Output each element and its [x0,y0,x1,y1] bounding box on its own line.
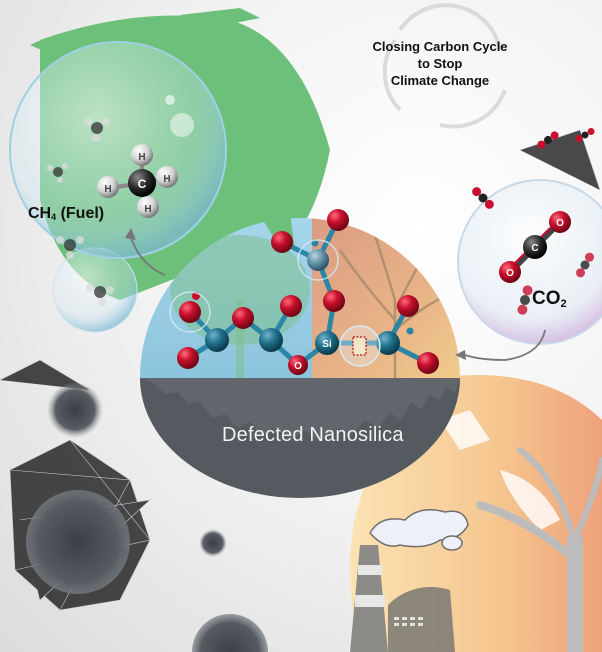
silica-framework-molecule: Si O [169,209,439,375]
title-line-2: to Stop [417,56,463,71]
atom-label-h: H [138,152,145,163]
small-co2-molecules [472,128,595,315]
factory-icon [350,545,455,652]
bare-tree-icon [476,447,602,652]
formula-main: CH [28,205,52,222]
defect-site-bubble [297,239,339,281]
nanoparticle-large [26,490,130,594]
atom-label-h: H [104,184,111,195]
formula-main: CO [532,288,561,309]
nanoparticle-bottom [192,614,268,652]
arrow-from-co2 [464,329,546,361]
title-line-3: Climate Change [390,73,490,88]
figure-title: Closing Carbon Cycle to Stop Climate Cha… [345,38,535,89]
co2-bubble [457,179,602,345]
recycle-icon [382,3,507,129]
defect-site-bubble [169,291,211,333]
smoke-cloud [369,509,469,551]
atom-label-h: H [163,174,170,185]
defected-nanosilica-particle [140,378,460,498]
title-line-1: Closing Carbon Cycle [372,39,508,54]
small-methane-molecules [47,117,114,306]
methane-bubble [9,41,227,259]
formula-subscript: 2 [560,298,567,310]
atom-label-o: O [506,268,514,279]
fuel-suffix: (Fuel) [60,205,105,222]
nanoparticle-blur [47,382,103,438]
vacancy-defect-icon [352,336,367,356]
atom-label-c: C [531,243,538,254]
nanoparticle-small [199,529,227,557]
methane-fuel-label: CH4 (Fuel) [28,205,104,223]
nanosilica-label: Defected Nanosilica [222,424,404,446]
atom-label-h: H [144,204,151,215]
formula-subscript: 4 [51,212,57,222]
green-tree-canopy [170,235,310,345]
atom-label-o: O [556,218,564,229]
atom-label-o: O [294,361,302,372]
methane-molecule: C H H H H [97,144,178,218]
atom-label-si: Si [322,339,332,350]
co2-molecule: O C O [499,211,571,283]
atom-label-c: C [138,177,147,191]
co2-label: CO2 [532,288,567,310]
arrow-to-fuel [129,234,166,276]
